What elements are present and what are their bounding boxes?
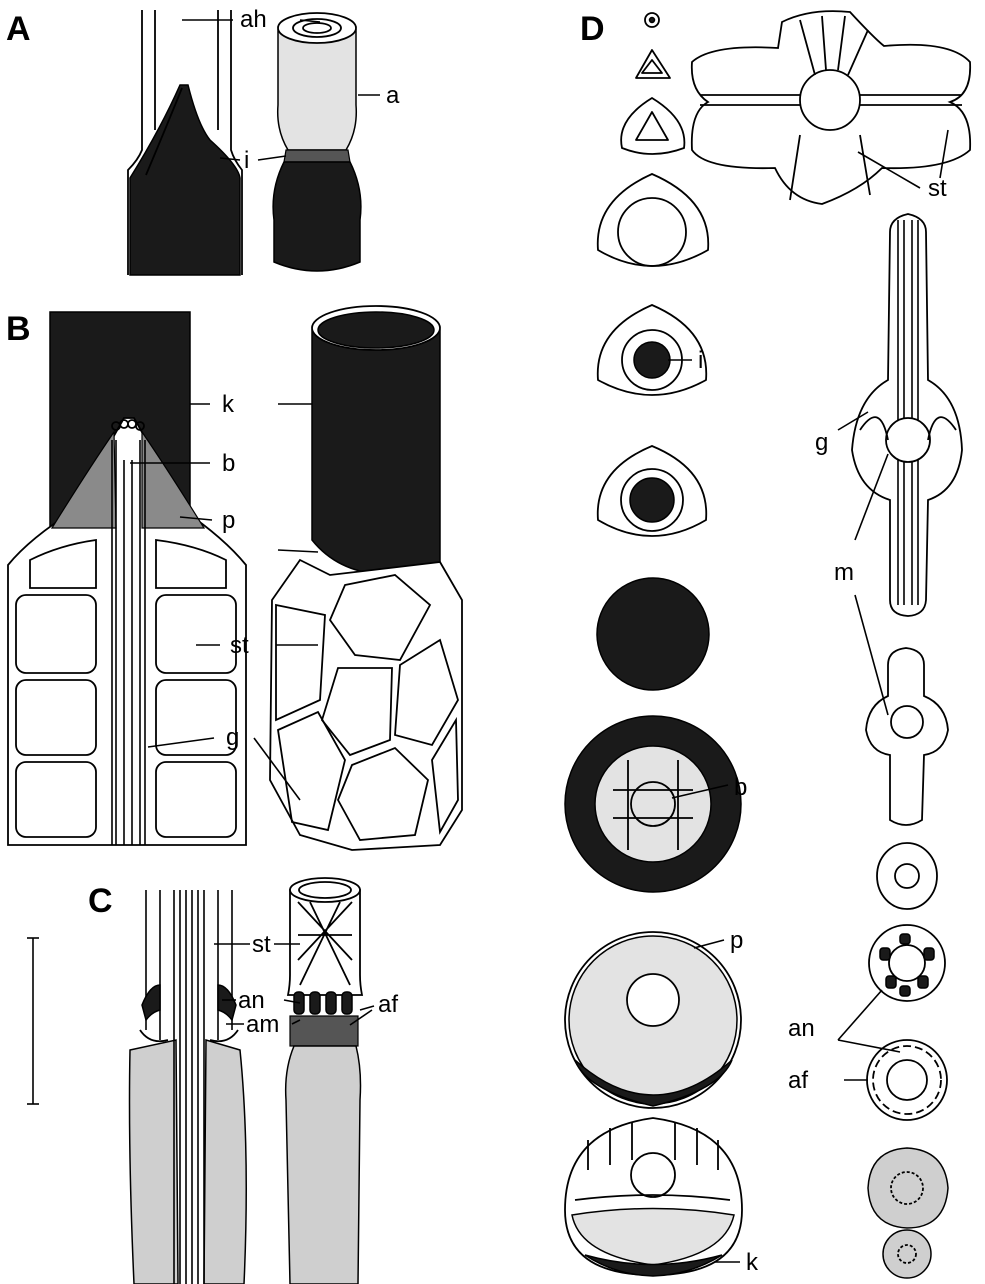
panel-a-cylinder — [273, 13, 361, 271]
label-a-ah: ah — [240, 6, 267, 33]
panel-c-section — [130, 890, 247, 1284]
panel-label-b: B — [6, 310, 31, 348]
panel-c: C — [27, 878, 398, 1284]
label-d-p: p — [730, 927, 743, 954]
panel-label-d: D — [580, 10, 605, 48]
label-c-an: an — [238, 987, 265, 1014]
label-b-g: g — [226, 724, 239, 751]
panel-a: A ah a i — [6, 6, 400, 275]
label-b-p: p — [222, 507, 235, 534]
panel-label-c: C — [88, 882, 113, 920]
label-d-i: i — [698, 347, 703, 374]
panel-a-section — [128, 10, 242, 275]
label-b-k: k — [222, 391, 235, 418]
panel-label-a: A — [6, 10, 31, 48]
label-b-st: st — [230, 632, 249, 659]
panel-d-left-column — [565, 13, 742, 1276]
panel-b-section — [8, 312, 246, 845]
scale-bar — [27, 938, 39, 1104]
panel-d-right-column — [852, 214, 962, 1278]
label-c-af: af — [378, 991, 398, 1018]
panel-b: B — [6, 306, 462, 850]
panel-b-cylinder — [270, 306, 462, 850]
label-d-g: g — [815, 429, 828, 456]
label-d-af: af — [788, 1067, 808, 1094]
label-b-b: b — [222, 450, 235, 477]
label-d-m: m — [834, 559, 854, 586]
panel-c-cylinder — [286, 878, 362, 1284]
label-c-am: am — [246, 1011, 279, 1038]
label-d-st: st — [928, 175, 947, 202]
label-a-i: i — [244, 147, 249, 174]
label-c-st: st — [252, 931, 271, 958]
label-a-a: a — [386, 82, 400, 109]
label-d-b: b — [734, 774, 747, 801]
panel-d: D — [565, 10, 970, 1278]
label-d-k: k — [746, 1249, 759, 1276]
label-d-an: an — [788, 1015, 815, 1042]
